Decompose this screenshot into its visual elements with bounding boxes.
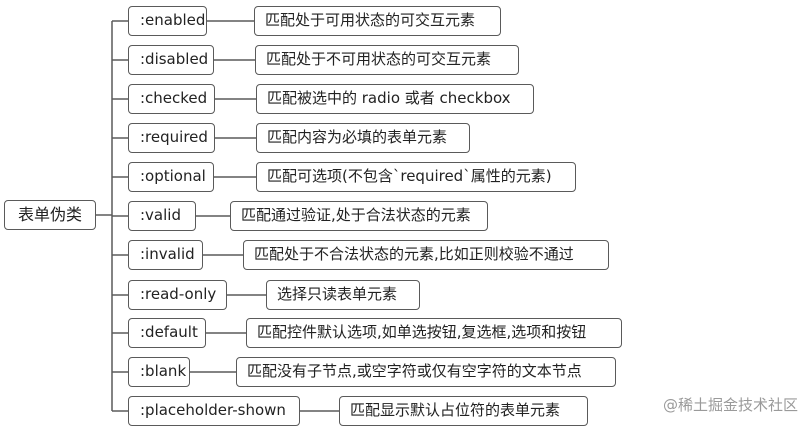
selector-node: :placeholder-shown (128, 396, 300, 426)
description-node: 匹配可选项(不包含`required`属性的元素) (256, 162, 576, 192)
description-node: 匹配处于可用状态的可交互元素 (254, 6, 501, 36)
description-node: 匹配处于不可用状态的可交互元素 (255, 45, 519, 75)
selector-node: :checked (128, 84, 215, 114)
description-node: 匹配控件默认选项,如单选按钮,复选框,选项和按钮 (246, 318, 622, 348)
description-node: 匹配被选中的 radio 或者 checkbox (256, 84, 534, 114)
description-node: 匹配通过验证,处于合法状态的元素 (230, 201, 488, 231)
description-node: 匹配处于不合法状态的元素,比如正则校验不通过 (243, 240, 609, 270)
description-node: 匹配没有子节点,或空字符或仅有空字符的文本节点 (236, 357, 616, 387)
selector-node: :invalid (128, 240, 203, 270)
selector-node: :default (128, 318, 206, 348)
selector-node: :optional (128, 162, 214, 192)
description-node: 匹配内容为必填的表单元素 (256, 123, 470, 153)
root-node: 表单伪类 (4, 200, 96, 230)
selector-node: :valid (128, 201, 196, 231)
description-node: 匹配显示默认占位符的表单元素 (339, 396, 588, 426)
selector-node: :read-only (128, 280, 227, 310)
selector-node: :enabled (128, 6, 207, 36)
watermark: @稀土掘金技术社区 (662, 396, 798, 414)
selector-node: :blank (128, 357, 190, 387)
description-node: 选择只读表单元素 (266, 280, 420, 310)
selector-node: :required (128, 123, 215, 153)
selector-node: :disabled (128, 45, 214, 75)
